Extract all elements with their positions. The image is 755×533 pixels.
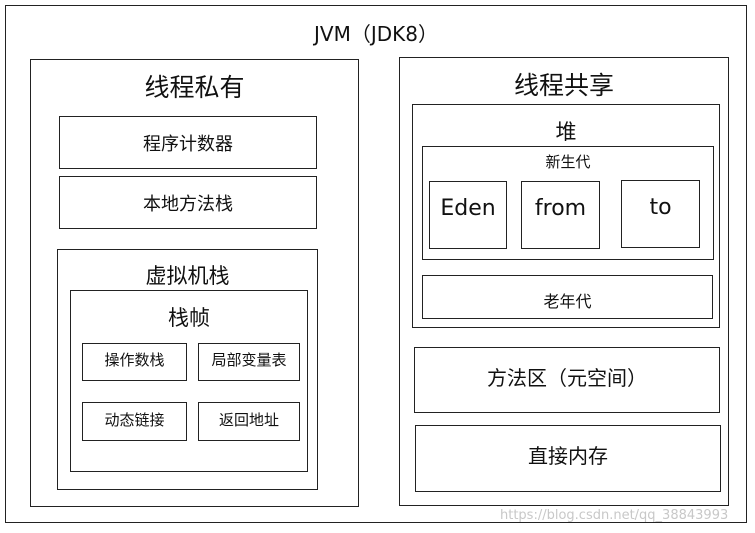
jvm-title: JVM（JDK8） [314,22,438,46]
local-variable-table-box [198,343,300,381]
watermark-text: https://blog.csdn.net/qq_38843993 [500,508,729,523]
young-generation-title: 新生代 [545,153,591,171]
from-survivor-label: from [534,196,587,221]
thread-private-title: 线程私有 [144,73,245,102]
operand-stack-label: 操作数栈 [104,351,165,369]
method-area-label: 方法区（元空间） [487,366,647,390]
to-survivor-box [621,180,700,248]
native-method-stack-box [59,176,317,229]
native-method-stack-label: 本地方法栈 [143,194,233,215]
stack-frame-box [70,290,308,472]
return-address-box [198,402,300,441]
from-survivor-box [521,181,600,249]
dynamic-linking-box [82,402,187,441]
to-survivor-label: to [649,195,672,220]
operand-stack-box [82,343,187,381]
stack-frame-title: 栈帧 [168,306,210,330]
eden-box [429,181,507,249]
program-counter-box [59,116,317,169]
old-generation-label: 老年代 [543,292,592,311]
vm-stack-title: 虚拟机栈 [145,264,230,288]
program-counter-label: 程序计数器 [143,134,233,155]
direct-memory-label: 直接内存 [528,444,608,468]
local-variable-table-label: 局部变量表 [211,351,287,369]
direct-memory-box [415,425,721,492]
return-address-label: 返回地址 [218,411,279,429]
eden-label: Eden [440,196,496,221]
dynamic-linking-label: 动态链接 [104,411,165,429]
thread-shared-title: 线程共享 [513,71,614,100]
method-area-box [414,347,720,413]
heap-title: 堆 [555,120,577,144]
old-generation-box [422,275,713,319]
